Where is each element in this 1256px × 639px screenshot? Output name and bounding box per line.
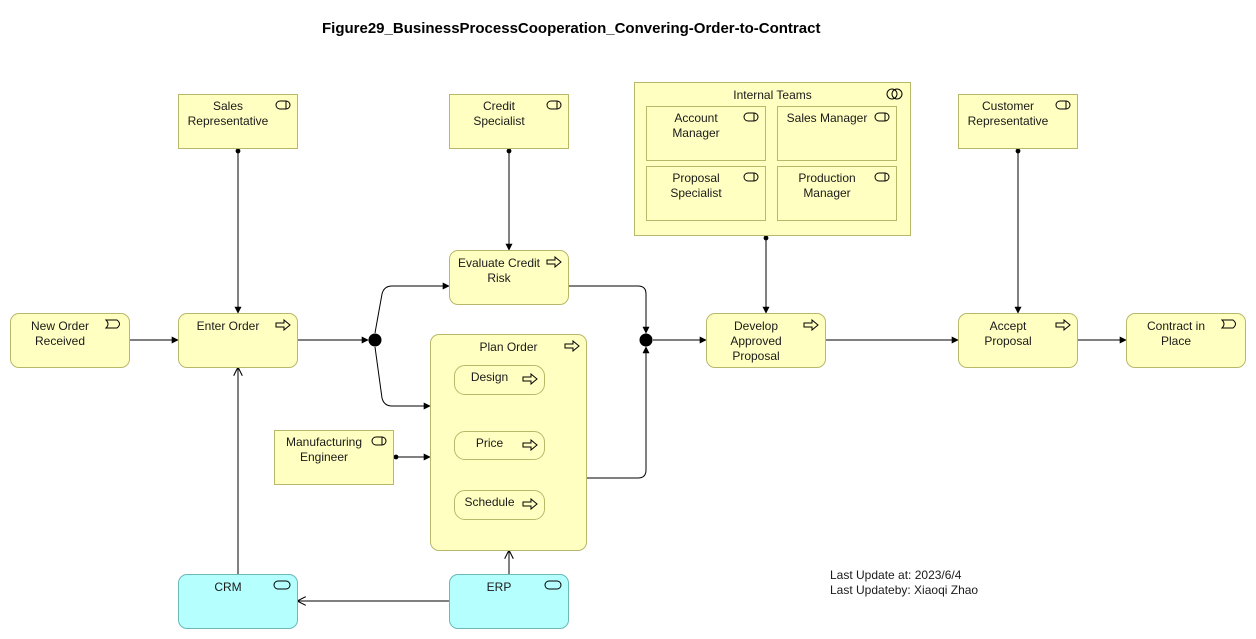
role-label: Customer Representative — [967, 99, 1049, 128]
role-credit-specialist[interactable]: Credit Specialist — [449, 94, 569, 149]
process-evaluate-credit-risk[interactable]: Evaluate Credit Risk — [449, 250, 569, 305]
process-label: Price — [475, 436, 504, 450]
edge-junction-evaluate — [374, 282, 450, 334]
process-arrow-icon — [522, 373, 538, 385]
process-label: Develop Approved Proposal — [730, 319, 782, 363]
process-label: Evaluate Credit Risk — [457, 256, 541, 285]
role-account-manager[interactable]: Account Manager — [646, 106, 766, 161]
last-update-date: Last Update at: 2023/6/4 — [830, 568, 962, 582]
role-label: Sales Manager — [786, 111, 868, 125]
collaboration-icon — [886, 88, 903, 100]
process-arrow-icon — [275, 319, 291, 331]
application-crm[interactable]: CRM — [178, 574, 298, 629]
process-label: Plan Order — [479, 340, 538, 354]
event-contract-in-place[interactable]: Contract in Place — [1126, 313, 1246, 368]
role-icon — [275, 100, 291, 110]
role-proposal-specialist[interactable]: Proposal Specialist — [646, 166, 766, 221]
junction-join — [639, 333, 653, 347]
event-icon — [1221, 319, 1236, 329]
role-manufacturing-engineer[interactable]: Manufacturing Engineer — [274, 430, 394, 485]
role-label: Credit Specialist — [473, 99, 525, 128]
role-icon — [874, 172, 890, 182]
application-erp[interactable]: ERP — [449, 574, 569, 629]
process-enter-order[interactable]: Enter Order — [178, 313, 298, 368]
process-label: Enter Order — [196, 319, 260, 333]
collaboration-label: Internal Teams — [733, 88, 812, 102]
process-arrow-icon — [564, 340, 580, 352]
event-label: Contract in Place — [1146, 319, 1206, 348]
role-label: Manufacturing Engineer — [285, 435, 363, 464]
role-icon — [371, 436, 387, 446]
application-service-icon — [544, 580, 562, 590]
process-label: Design — [470, 370, 509, 384]
role-icon — [1055, 100, 1071, 110]
role-sales-manager[interactable]: Sales Manager — [777, 106, 897, 161]
event-icon — [105, 319, 120, 329]
edge-evaluate-junction — [569, 285, 650, 334]
process-price[interactable]: Price — [454, 431, 545, 460]
process-arrow-icon — [546, 256, 562, 268]
role-customer-representative[interactable]: Customer Representative — [958, 94, 1078, 149]
role-icon — [743, 172, 759, 182]
process-develop-approved-proposal[interactable]: Develop Approved Proposal — [706, 313, 826, 368]
role-label: Proposal Specialist — [670, 171, 722, 200]
process-label: Accept Proposal — [984, 319, 1032, 348]
role-icon — [874, 112, 890, 122]
role-label: Account Manager — [672, 111, 720, 140]
process-design[interactable]: Design — [454, 365, 545, 395]
application-label: ERP — [486, 580, 512, 594]
role-sales-representative[interactable]: Sales Representative — [178, 94, 298, 149]
process-arrow-icon — [522, 498, 538, 510]
application-service-icon — [273, 580, 291, 590]
application-label: CRM — [214, 580, 242, 594]
junction-split — [368, 333, 382, 347]
role-label: Production Manager — [798, 171, 856, 200]
role-icon — [743, 112, 759, 122]
role-label: Sales Representative — [187, 99, 269, 128]
role-icon — [546, 100, 562, 110]
process-schedule[interactable]: Schedule — [454, 490, 545, 520]
edge-junction-plan — [374, 346, 431, 410]
diagram-title: Figure29_BusinessProcessCooperation_Conv… — [322, 20, 821, 37]
edge-plan-junction — [587, 346, 650, 479]
event-label: New Order Received — [30, 319, 89, 348]
process-arrow-icon — [522, 439, 538, 451]
last-update-author: Last Updateby: Xiaoqi Zhao — [830, 583, 979, 597]
process-accept-proposal[interactable]: Accept Proposal — [958, 313, 1078, 368]
process-arrow-icon — [803, 319, 819, 331]
process-label: Schedule — [464, 495, 515, 509]
event-new-order-received[interactable]: New Order Received — [10, 313, 130, 368]
role-production-manager[interactable]: Production Manager — [777, 166, 897, 221]
process-arrow-icon — [1055, 319, 1071, 331]
